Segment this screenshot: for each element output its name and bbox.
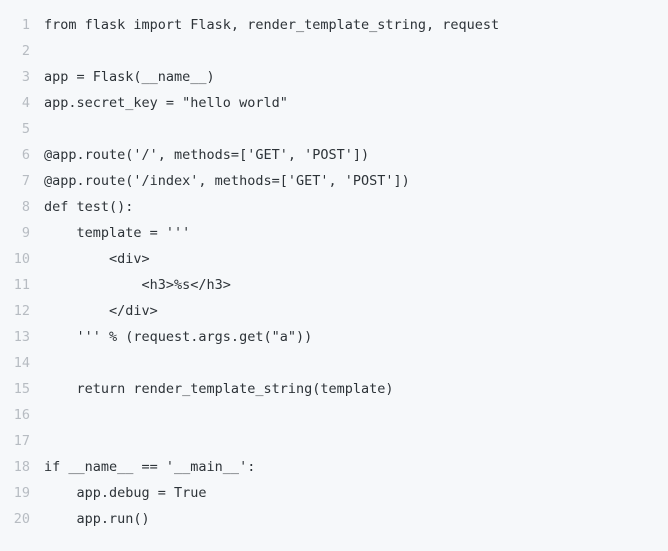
code-line: 2 <box>0 38 668 64</box>
code-line: 7 @app.route('/index', methods=['GET', '… <box>0 168 668 194</box>
line-code: @app.route('/index', methods=['GET', 'PO… <box>44 173 410 189</box>
line-code: <h3>%s</h3> <box>44 277 231 293</box>
code-line: 10 <div> <box>0 246 668 272</box>
code-line: 15 return render_template_string(templat… <box>0 376 668 402</box>
code-line: 20 app.run() <box>0 506 668 532</box>
code-line: 5 <box>0 116 668 142</box>
code-line: 17 <box>0 428 668 454</box>
line-code: </div> <box>44 303 158 319</box>
line-number: 14 <box>13 355 30 371</box>
line-number: 18 <box>13 459 30 475</box>
line-code: app = Flask(__name__) <box>44 69 215 85</box>
line-code: ''' % (request.args.get("a")) <box>44 329 313 345</box>
code-line: 18 if __name__ == '__main__': <box>0 454 668 480</box>
code-line: 11 <h3>%s</h3> <box>0 272 668 298</box>
line-code: from flask import Flask, render_template… <box>44 17 500 33</box>
line-code: app.secret_key = "hello world" <box>44 95 288 111</box>
line-code: return render_template_string(template) <box>44 381 394 397</box>
line-number: 15 <box>13 381 30 397</box>
code-line: 3 app = Flask(__name__) <box>0 64 668 90</box>
line-number: 12 <box>13 303 30 319</box>
line-number: 1 <box>21 17 30 33</box>
line-number: 5 <box>21 121 30 137</box>
line-number: 2 <box>21 43 30 59</box>
line-code: app.run() <box>44 511 150 527</box>
code-line: 4 app.secret_key = "hello world" <box>0 90 668 116</box>
line-number: 16 <box>13 407 30 423</box>
line-code: if __name__ == '__main__': <box>44 459 256 475</box>
line-code: app.debug = True <box>44 485 207 501</box>
line-code: @app.route('/', methods=['GET', 'POST']) <box>44 147 370 163</box>
line-code <box>44 116 668 142</box>
line-code: template = ''' <box>44 225 191 241</box>
line-number: 8 <box>21 199 30 215</box>
line-number: 20 <box>13 511 30 527</box>
line-number: 13 <box>13 329 30 345</box>
code-line: 19 app.debug = True <box>0 480 668 506</box>
line-number: 3 <box>21 69 30 85</box>
code-line: 9 template = ''' <box>0 220 668 246</box>
line-number: 10 <box>13 251 30 267</box>
line-number: 9 <box>21 225 30 241</box>
line-number: 7 <box>21 173 30 189</box>
line-number: 6 <box>21 147 30 163</box>
line-code <box>44 38 668 64</box>
line-code <box>44 350 668 376</box>
line-number: 11 <box>13 277 30 293</box>
line-number: 19 <box>13 485 30 501</box>
line-code: def test(): <box>44 199 134 215</box>
code-line: 6 @app.route('/', methods=['GET', 'POST'… <box>0 142 668 168</box>
line-number: 4 <box>21 95 30 111</box>
line-code <box>44 428 668 454</box>
code-line: 13 ''' % (request.args.get("a")) <box>0 324 668 350</box>
code-line: 12 </div> <box>0 298 668 324</box>
code-line: 1 from flask import Flask, render_templa… <box>0 12 668 38</box>
line-code <box>44 402 668 428</box>
code-line: 8 def test(): <box>0 194 668 220</box>
line-code: <div> <box>44 251 150 267</box>
code-line: 16 <box>0 402 668 428</box>
code-line: 14 <box>0 350 668 376</box>
line-number: 17 <box>13 433 30 449</box>
